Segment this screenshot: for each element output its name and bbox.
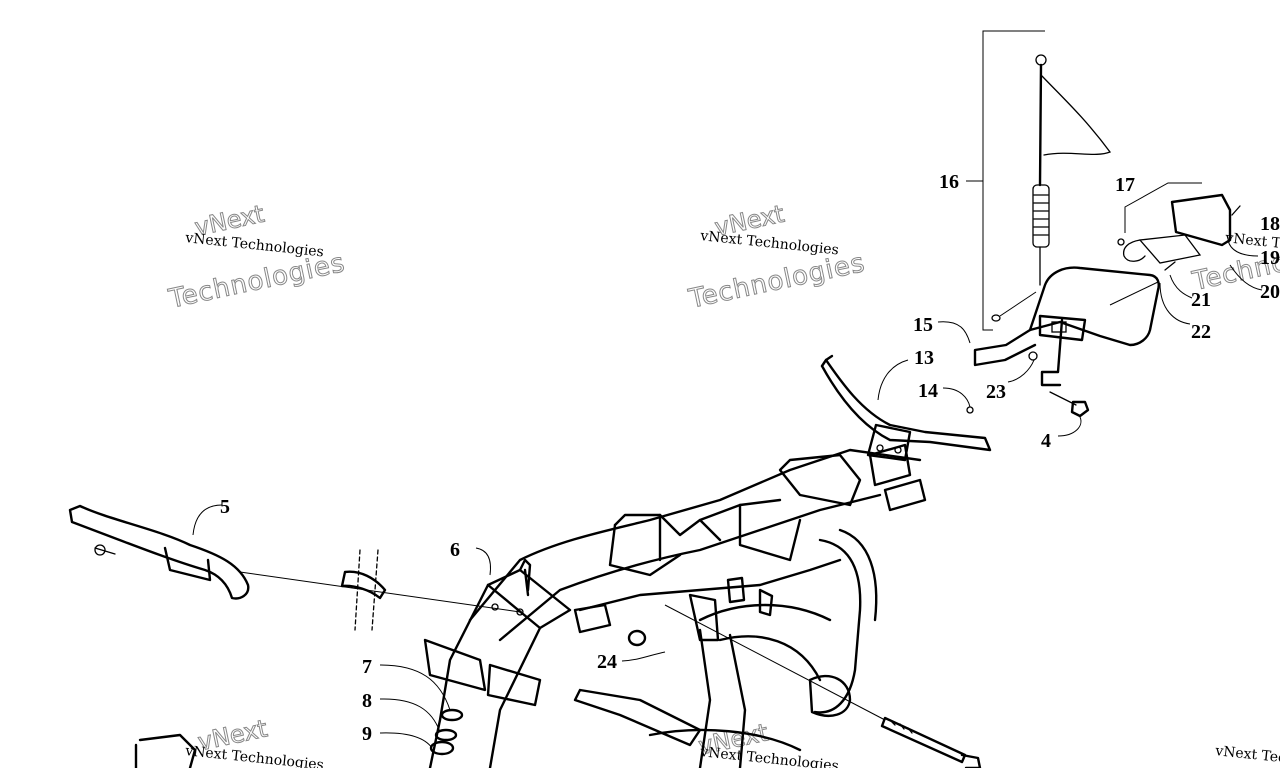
callout-6: 6	[450, 539, 460, 561]
callout-18: 18	[1260, 213, 1280, 235]
part-flag-assembly	[982, 30, 1112, 331]
part-light-bracket	[937, 266, 1160, 387]
watermark-company: vNext Technologies	[699, 228, 840, 259]
part-side-bar	[68, 504, 521, 613]
part-bolt-4	[1049, 391, 1090, 437]
part-washers	[379, 664, 464, 756]
callout-20: 20	[1260, 281, 1280, 303]
part-long-bolt	[664, 604, 982, 768]
part-main-frame	[134, 443, 927, 768]
part-rear-bar	[820, 354, 992, 462]
watermark-company: vNext Technologies	[699, 744, 840, 768]
watermark-company: vNext Technologies	[184, 743, 325, 768]
watermark-word: Technologies	[686, 248, 868, 315]
callout-19: 19	[1260, 247, 1280, 269]
callout-4: 4	[1041, 430, 1051, 452]
watermark-company: vNext Technologies	[1214, 743, 1280, 768]
part-bushing-24	[621, 629, 666, 662]
callout-7: 7	[362, 656, 372, 678]
callout-8: 8	[362, 690, 372, 712]
callout-5: 5	[220, 496, 230, 518]
watermark-company: vNext Technologies	[184, 230, 325, 261]
callout-labels: 4 5 6 7 8 9 13 14 15 16 17 18 19 20 21 2…	[220, 171, 1280, 745]
callout-24: 24	[597, 651, 617, 673]
callout-23: 23	[986, 381, 1006, 403]
callout-15: 15	[913, 314, 933, 336]
callout-21: 21	[1191, 289, 1211, 311]
callout-22: 22	[1191, 321, 1211, 343]
callout-14: 14	[918, 380, 938, 402]
callout-17: 17	[1115, 174, 1135, 196]
part-tail-light	[1117, 182, 1263, 325]
part-grip	[340, 549, 387, 631]
callout-16: 16	[939, 171, 959, 193]
callout-9: 9	[362, 723, 372, 745]
callout-13: 13	[914, 347, 934, 369]
